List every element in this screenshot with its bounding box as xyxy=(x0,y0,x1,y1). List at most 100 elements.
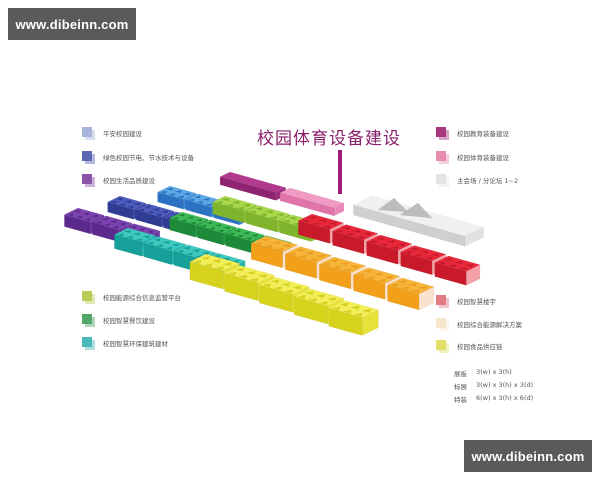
block-orange-1-top-face xyxy=(250,235,299,253)
block-red-1-booth-partition xyxy=(301,219,310,223)
block-green-3-booth-partition xyxy=(234,229,241,233)
block-orange-1-booth-partition xyxy=(272,241,281,245)
block-orange-4-booth-partition xyxy=(385,275,394,279)
block-red-5-top-face xyxy=(434,255,481,272)
block-green-1-booth-partition xyxy=(187,216,194,220)
block-lime-1-booth-partition xyxy=(226,203,234,208)
block-blue-1-booth-partition xyxy=(177,195,185,199)
block-teal-1-booth-partition xyxy=(133,232,141,236)
block-purple-1-booth-partition xyxy=(67,213,75,217)
block-teal-2-booth-partition xyxy=(146,241,155,245)
block-teal-3-booth-partition xyxy=(183,246,191,250)
block-purple-1-booth-partition xyxy=(75,215,83,219)
block-orange-4-booth-partition xyxy=(377,279,386,283)
block-orange-5-booth-partition xyxy=(398,280,407,284)
block-red-1-booth-partition xyxy=(311,222,320,226)
block-green-2-booth-partition xyxy=(214,223,222,227)
block-lime-2-booth-partition xyxy=(249,210,257,214)
legend-label: 平安校园建设 xyxy=(103,130,142,138)
block-navy-1-booth-partition xyxy=(118,203,126,207)
block-blue-2-booth-partition xyxy=(202,197,210,201)
block-purple-3-booth-partition xyxy=(147,230,155,234)
legend-item-food-supply: 校园食品供应链 xyxy=(436,339,503,353)
block-purple-1-booth-partition xyxy=(84,217,92,222)
block-red-3-booth-partition xyxy=(397,242,406,247)
swatch-light-blue-icon xyxy=(82,127,95,140)
block-green-2-booth-partition xyxy=(223,226,231,230)
legend-label: 校园能源综合信息监管平台 xyxy=(103,294,181,302)
block-yellow-4-booth-partition xyxy=(316,294,326,298)
block-orange-3-booth-partition xyxy=(343,268,352,273)
block-yellow-1-top-face xyxy=(189,253,241,272)
watermark-top: www.dibeinn.com xyxy=(8,8,136,40)
block-yellow-1-booth-partition xyxy=(215,266,225,271)
block-green-3-booth-partition xyxy=(236,234,244,238)
legend-label: 校园食品供应链 xyxy=(457,343,503,351)
block-yellow-5-top-face xyxy=(328,300,379,318)
swatch-lime-icon xyxy=(82,291,95,304)
block-sports-top-face xyxy=(279,187,345,209)
block-yellow-1-booth-partition xyxy=(223,262,233,267)
block-teal-1-top-face xyxy=(113,227,157,243)
block-red-5-booth-partition xyxy=(458,267,467,271)
block-red-3-booth-partition xyxy=(369,240,378,244)
block-yellow-2-booth-partition xyxy=(247,270,256,275)
block-orange-3-top-face xyxy=(318,256,367,274)
block-green-1-booth-partition xyxy=(172,216,179,220)
block-navy-1-booth-partition xyxy=(125,200,132,204)
block-green-2-booth-partition xyxy=(217,229,225,233)
block-yellow-5-booth-partition xyxy=(351,305,360,310)
spec-row: 标展 3(w) x 3(h) x 3(d) xyxy=(454,381,533,391)
block-blue-1-booth-partition xyxy=(175,190,182,194)
block-red-5-booth-partition xyxy=(448,264,456,268)
block-green-1-top-face xyxy=(169,211,209,226)
block-teal-1-booth-partition xyxy=(135,238,144,242)
block-green-1-booth-partition xyxy=(178,213,186,217)
block-teal-2-booth-partition xyxy=(163,240,171,245)
block-education-top-face xyxy=(219,171,287,193)
block-yellow-1-booth-partition xyxy=(204,263,214,268)
legend-item-green-campus: 绿色校园节电、节水技术与设备 xyxy=(82,150,194,164)
block-yellow-2-booth-partition xyxy=(227,271,237,276)
legend-item-energy-platform: 校园能源综合信息监管平台 xyxy=(82,290,181,304)
block-navy-2-top-face xyxy=(134,203,175,218)
title-pointer-line xyxy=(338,150,342,194)
block-purple-2-top-face xyxy=(91,215,133,230)
block-green-3-booth-partition xyxy=(245,237,253,241)
block-navy-1-booth-partition xyxy=(127,205,135,209)
block-teal-3-booth-partition xyxy=(186,252,194,256)
block-red-2-booth-partition xyxy=(346,232,354,237)
main-venue-peak xyxy=(399,202,433,219)
block-blue-1-booth-partition xyxy=(160,190,167,194)
block-red-4-booth-partition xyxy=(410,247,419,251)
block-red-1-booth-partition xyxy=(322,225,331,229)
block-yellow-4-booth-partition xyxy=(297,294,307,299)
swatch-navy-icon xyxy=(82,151,95,164)
block-yellow-2-booth-partition xyxy=(250,278,259,282)
block-yellow-1-booth-partition xyxy=(193,260,202,264)
block-teal-1-booth-partition xyxy=(142,235,150,239)
block-red-3-booth-partition xyxy=(376,237,385,241)
block-lime-1-booth-partition xyxy=(221,197,229,202)
block-orange-1-booth-partition xyxy=(282,244,291,248)
block-purple-2-booth-partition xyxy=(119,222,127,226)
block-red-2-booth-partition xyxy=(356,235,365,240)
block-yellow-5-booth-partition xyxy=(343,309,352,314)
block-yellow-5-booth-partition xyxy=(362,308,372,313)
block-red-2-booth-partition xyxy=(352,229,361,233)
legend-label: 主会场 / 分论坛 1~2 xyxy=(457,177,519,185)
block-yellow-3-booth-partition xyxy=(273,286,283,291)
block-red-5-side-face xyxy=(466,264,481,286)
block-lime-3-booth-partition xyxy=(288,216,296,220)
block-green-2-booth-partition xyxy=(206,221,214,225)
block-orange-3-booth-partition xyxy=(340,262,349,266)
block-teal-3-booth-partition xyxy=(192,249,201,253)
legend-label: 校园智慧餐饮建设 xyxy=(103,317,155,325)
block-orange-5-booth-partition xyxy=(411,289,420,294)
block-orange-3-booth-partition xyxy=(333,265,342,270)
block-red-3-booth-partition xyxy=(380,243,388,247)
block-purple-1-top-face xyxy=(63,207,105,223)
block-orange-2-booth-partition xyxy=(306,251,315,256)
watermark-bottom: www.dibeinn.com xyxy=(464,440,592,472)
block-navy-2-booth-partition xyxy=(138,208,145,212)
